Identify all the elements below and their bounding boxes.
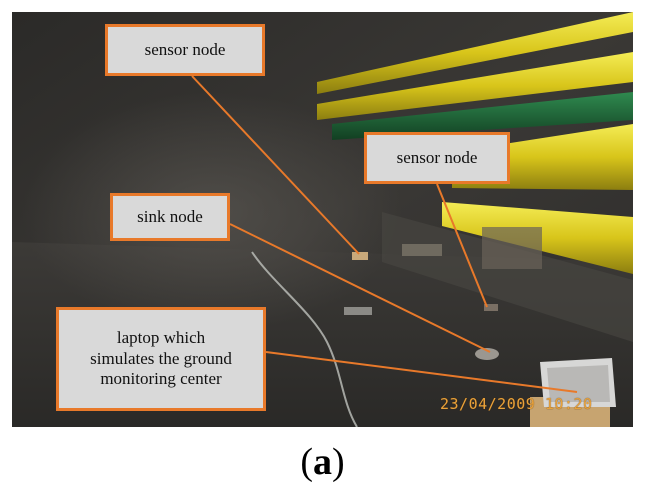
laptop-image [530,358,616,427]
laptop-label-line-2: simulates the ground [90,348,232,368]
figure-caption: (a) [0,440,645,484]
photo-timestamp: 23/04/2009 10:20 [440,395,593,413]
caption-open-paren: ( [300,441,313,483]
sink-node-label: sink node [110,193,230,241]
laptop-label-line-1: laptop which [116,327,206,347]
sensor-node-label-right: sensor node [364,132,510,184]
leader-lines [191,75,578,393]
caption-letter: a [313,441,332,483]
caption-close-paren: ) [332,441,345,483]
laptop-label: laptop which simulates the ground monito… [56,307,266,411]
sensor-node-label-top: sensor node [105,24,265,76]
laptop-label-line-3: monitoring center [100,369,222,389]
